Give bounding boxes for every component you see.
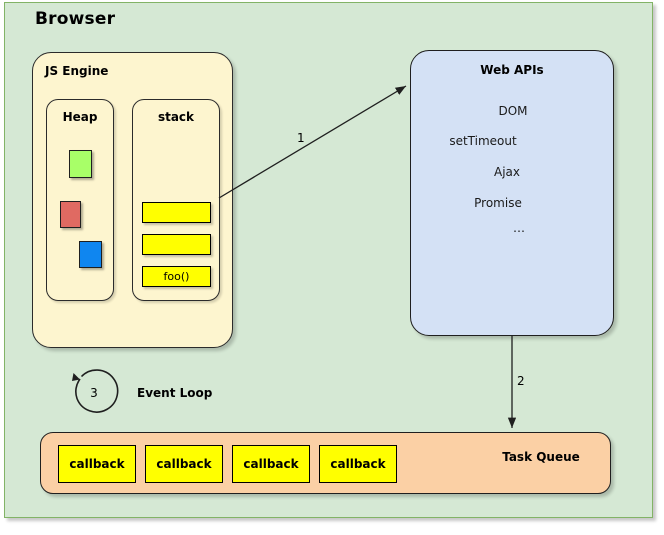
web-api-item: Promise <box>474 196 522 210</box>
stack-box: stack foo() <box>132 99 220 301</box>
browser-title: Browser <box>35 9 116 29</box>
callback-item: callback <box>232 445 310 483</box>
stack-frame <box>142 202 211 223</box>
heap-object-blue <box>79 241 102 268</box>
stack-frame: foo() <box>142 266 211 287</box>
callback-item: callback <box>58 445 136 483</box>
heap-box: Heap <box>46 99 114 301</box>
callback-item: callback <box>319 445 397 483</box>
arrow-webapis-to-taskqueue-label: 2 <box>517 374 525 388</box>
web-api-item: … <box>513 221 525 235</box>
arrow-stack-to-webapis-label: 1 <box>297 131 305 145</box>
task-queue-label: Task Queue <box>502 450 580 464</box>
stack-label: stack <box>157 110 195 124</box>
web-api-item: Ajax <box>494 165 520 179</box>
heap-label: Heap <box>62 110 98 124</box>
heap-object-green <box>69 150 92 178</box>
event-loop-label: Event Loop <box>137 386 213 400</box>
js-engine-box: JS Engine Heap stack foo() <box>32 52 233 348</box>
js-engine-label: JS Engine <box>45 64 109 78</box>
heap-object-red <box>60 201 81 228</box>
web-api-item: setTimeout <box>449 134 517 148</box>
event-loop-step-number: 3 <box>90 386 98 400</box>
web-apis-label: Web APIs <box>480 63 544 77</box>
web-api-item: DOM <box>498 104 528 118</box>
stack-frame <box>142 234 211 255</box>
event-loop-circle-icon <box>72 369 119 413</box>
callback-item: callback <box>145 445 223 483</box>
